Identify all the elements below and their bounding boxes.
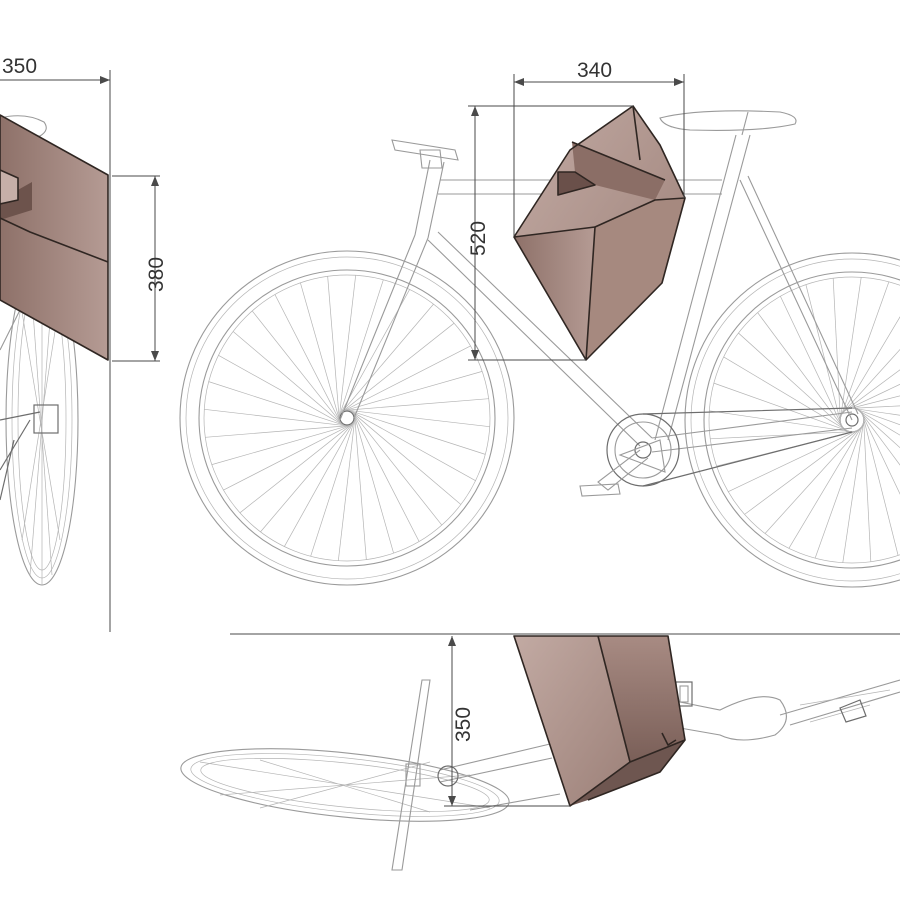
wheel-spoke [839,277,862,422]
side-view-block [0,114,109,361]
top-view: 350 [180,633,900,871]
wheel-spoke [232,331,344,426]
wheel-spoke [352,412,420,542]
wheel-spoke [713,382,851,433]
wheel-spoke [805,284,842,426]
wheel-spoke [848,405,900,409]
dimension-side-width: 350 [0,55,111,632]
wheel-spoke [859,410,900,466]
wheel-spoke [846,395,900,410]
wheel-spoke [354,415,367,560]
wheel-spoke [344,398,489,411]
front-view-block [513,105,686,361]
wheel-spoke [842,369,900,413]
front-wheel [179,250,515,586]
dimension-label-front-height: 520 [467,221,490,256]
dimension-label-side-height: 380 [145,257,168,292]
top-view-block [513,635,686,807]
rear-wheel [684,252,900,588]
wheel-spoke [347,409,486,455]
wheel-spoke [850,407,900,416]
wheel-spoke [855,408,900,436]
wheel-spoke [857,409,900,449]
wheel-spoke [788,423,864,549]
dimension-label-side-width: 350 [2,55,37,78]
wheel-spoke [310,418,356,557]
wheel-spoke [208,381,347,427]
wheel-spoke [346,409,490,428]
dimension-front-height: 520 [467,105,633,361]
wheel-spoke [842,418,865,563]
wheel-spoke [251,310,343,425]
wheel-spoke [341,345,471,413]
wheel-spoke [327,276,340,421]
wheel-spoke [284,420,355,547]
wheel-spoke [260,421,355,533]
wheel-spoke [764,425,863,534]
wheel-spoke [841,348,900,415]
side-view: 350 380 [0,55,168,632]
top-view-wheel [180,748,510,822]
side-view-saddle [0,115,47,137]
wheel-spoke [814,421,865,559]
wheel-spoke [863,416,872,562]
wheel-spoke [349,410,476,481]
wheel-spoke [844,383,900,411]
wheel-spoke [757,312,845,430]
wheel-spoke [780,296,843,428]
wheel-spoke [840,316,900,417]
wheel-spoke [338,279,384,418]
wheel-spoke [211,424,351,465]
dimension-label-front-width: 340 [577,59,612,82]
wheel-spoke [832,278,841,424]
wheel-spoke [853,407,900,426]
wheel-spoke [738,332,847,431]
wheel-spoke [723,356,849,432]
wheel-spoke [350,410,462,505]
wheel-spoke [204,408,348,427]
wheel-spoke [338,275,357,419]
wheel-spoke [300,282,341,422]
wheel-spoke [728,429,860,492]
wheel-spoke [839,281,890,419]
wheel-spoke [339,303,434,415]
wheel-spoke [223,423,353,491]
dimension-top-depth: 350 [444,636,570,807]
wheel-spoke [343,371,483,412]
wheel-spoke [744,427,862,515]
wheel-spoke [351,411,443,526]
front-view-saddle [659,110,797,131]
wheel-spoke [710,431,856,440]
wheel-spoke [862,414,899,556]
wheel-spoke [205,425,350,438]
front-view: 340 520 [179,59,900,588]
wheel-spoke [353,414,394,554]
wheel-spoke [239,422,354,514]
top-view-saddle [669,696,787,741]
top-view-handlebar [391,679,431,871]
wheel-spoke [274,294,342,424]
wheel-spoke [861,412,900,495]
dimension-label-top-depth: 350 [452,707,475,742]
dimension-front-width: 340 [513,59,685,236]
side-view-frame [0,411,41,501]
wheel-spoke [218,355,345,426]
wheel-spoke [340,322,455,414]
wheel-spoke [337,417,356,561]
dimension-side-height: 380 [112,175,168,362]
bike-frame [339,110,859,497]
